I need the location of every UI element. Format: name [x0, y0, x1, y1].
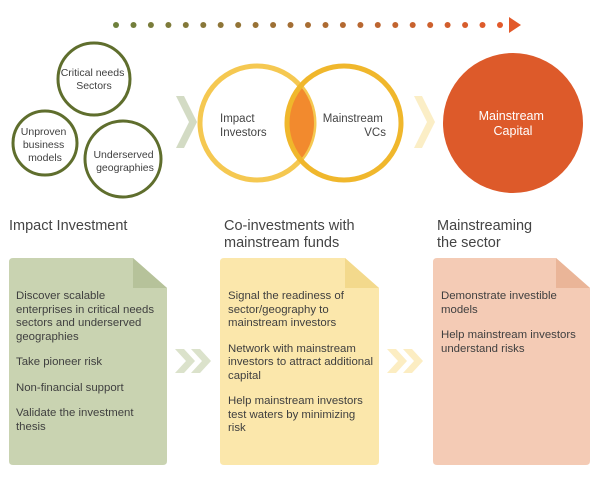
progress-dot — [374, 22, 381, 28]
title-line: Co-investments with — [224, 218, 355, 234]
title-line: Impact Investment — [9, 218, 128, 234]
critical-needs-circle — [56, 41, 132, 117]
critical-needs-label: Critical needs Sectors — [61, 67, 128, 92]
progress-dot — [147, 22, 154, 28]
progress-dot — [270, 22, 277, 28]
progress-dot — [322, 22, 329, 28]
impact-investment-title: Impact Investment — [9, 218, 179, 235]
title-line: the sector — [437, 235, 501, 251]
mainstreaming-card — [433, 258, 590, 465]
chevron-right-icon — [414, 96, 435, 148]
unproven-models-circle — [11, 109, 79, 177]
underserved-geographies-circle — [83, 119, 163, 199]
progress-dot — [497, 22, 503, 28]
unproven-models-label: Unproven business models — [21, 126, 69, 164]
progress-dot — [130, 22, 137, 28]
card-item: Validate the investment thesis — [16, 407, 134, 433]
progress-dot — [357, 22, 364, 28]
progress-dot — [462, 22, 469, 28]
progress-dot — [479, 22, 486, 28]
card-fold — [345, 258, 379, 288]
card-item: Signal the readiness of sector/geography… — [228, 290, 344, 329]
double-chevron-icon — [175, 349, 211, 373]
progress-dot — [392, 22, 399, 28]
progress-dot — [305, 22, 311, 28]
progress-dot — [217, 22, 224, 28]
mainstream-capital-label: Mainstream Capital — [479, 109, 548, 138]
title-line: Mainstreaming — [437, 218, 533, 234]
card-item: Non-financial support — [16, 381, 124, 394]
card-item: Demonstrate investible models — [441, 290, 557, 316]
double-chevron-icon — [387, 349, 423, 373]
impact-investment-card-text: Discover scalable enterprises in critica… — [16, 290, 160, 434]
coinvestment-card-text: Signal the readiness of sector/geography… — [228, 290, 373, 436]
card-fold — [133, 258, 167, 288]
underserved-geographies-label: Underserved geographies — [93, 149, 156, 174]
progress-dot — [409, 22, 416, 28]
chevron-right-icon — [176, 96, 197, 148]
progress-dot — [427, 22, 434, 28]
card-item: Help mainstream investors understand ris… — [441, 329, 576, 355]
progress-dot — [200, 22, 207, 28]
arrow-head — [509, 17, 521, 33]
progress-dot — [165, 22, 172, 28]
card-fold — [556, 258, 590, 288]
mainstream-vcs-label: Mainstream VCs — [323, 113, 387, 139]
progress-dot — [235, 22, 242, 28]
impact-investors-label: Impact Investors — [220, 113, 267, 139]
title-line: mainstream funds — [224, 235, 340, 251]
mainstreaming-card-text: Demonstrate investible models Help mains… — [441, 290, 587, 356]
mainstream-vcs-circle — [284, 63, 404, 183]
card-item: Discover scalable enterprises in critica… — [16, 290, 155, 343]
progress-dot — [339, 22, 346, 28]
coinvestment-card — [220, 258, 379, 465]
mainstreaming-title: Mainstreaming the sector — [437, 218, 587, 252]
progress-dot — [182, 22, 189, 28]
impact-investment-card — [9, 258, 167, 465]
mainstream-capital-circle — [443, 53, 583, 193]
progress-dot — [252, 22, 259, 28]
progress-dot — [113, 22, 119, 28]
card-item: Help mainstream investors test waters by… — [228, 395, 363, 434]
card-item: Network with mainstream investors to att… — [228, 342, 373, 382]
progress-dot — [444, 22, 451, 28]
progress-dot — [287, 22, 294, 28]
card-item: Take pioneer risk — [16, 356, 103, 368]
coinvestments-title: Co-investments with mainstream funds — [224, 218, 404, 252]
